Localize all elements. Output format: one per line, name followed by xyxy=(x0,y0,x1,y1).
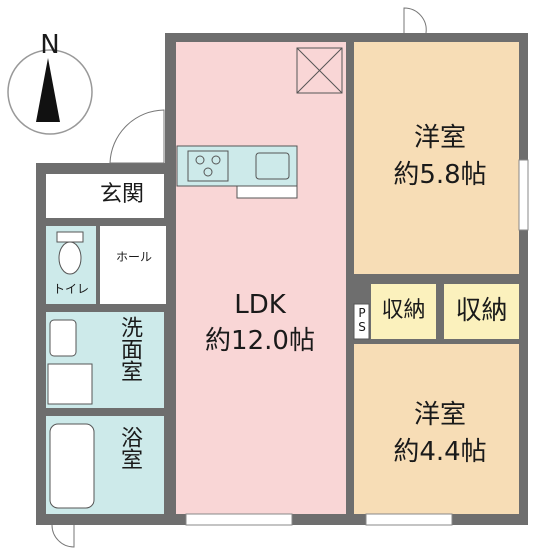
western-room-1-area xyxy=(354,42,519,274)
compass xyxy=(7,49,93,135)
ldk-size: 約12.0帖 xyxy=(205,326,315,356)
washroom-label: 洗面室 xyxy=(117,316,142,382)
doors xyxy=(51,7,427,548)
western-room-2-area xyxy=(354,344,519,514)
western-room-2-size: 約4.4帖 xyxy=(393,437,487,467)
bathroom-label: 浴室 xyxy=(117,426,142,470)
fixtures xyxy=(47,47,343,509)
storage-2-label: 収納 xyxy=(455,296,508,326)
windows xyxy=(185,159,529,526)
range-hood-cross xyxy=(296,47,343,94)
kitchen-counter xyxy=(176,145,298,187)
ldk-window xyxy=(185,513,293,526)
bathtub-icon xyxy=(49,423,95,509)
range-hood xyxy=(296,47,343,94)
storage-1-area xyxy=(371,284,436,339)
kitchen-sink-icon xyxy=(255,152,290,180)
counter-edge xyxy=(236,185,298,199)
burner-icon xyxy=(195,155,205,165)
room-1-door-icon xyxy=(403,7,427,34)
storage-1-label: 収納 xyxy=(381,298,426,323)
storage-2-area xyxy=(444,284,519,339)
ldk-area xyxy=(176,42,346,514)
washing-machine-pan xyxy=(47,363,93,405)
washbasin-icon xyxy=(49,319,77,357)
hall-area xyxy=(100,226,166,304)
bath-door-icon xyxy=(51,524,75,548)
hall-label: ホール xyxy=(115,250,152,264)
toilet-tank-icon xyxy=(56,231,84,243)
western-room-2-name: 洋室 xyxy=(413,400,466,430)
toilet-label: トイレ xyxy=(52,282,89,296)
pipe-space-label: PS xyxy=(355,306,369,334)
north-arrow-icon xyxy=(36,58,60,122)
ldk-name: LDK xyxy=(234,290,286,320)
entrance-door-icon xyxy=(109,109,165,164)
burner-icon xyxy=(203,167,213,177)
western-room-1-name: 洋室 xyxy=(413,123,466,153)
pipe-space-area xyxy=(353,303,370,340)
stove-icon xyxy=(187,150,229,182)
entrance-label: 玄関 xyxy=(99,182,144,207)
room-1-window xyxy=(518,159,529,231)
toilet-bowl-icon xyxy=(58,241,82,275)
burner-icon xyxy=(211,155,221,165)
entrance-area xyxy=(46,174,164,218)
compass-circle xyxy=(7,49,93,135)
western-room-1-size: 約5.8帖 xyxy=(393,160,487,190)
room-2-window xyxy=(365,513,453,526)
north-label: N xyxy=(40,30,60,60)
